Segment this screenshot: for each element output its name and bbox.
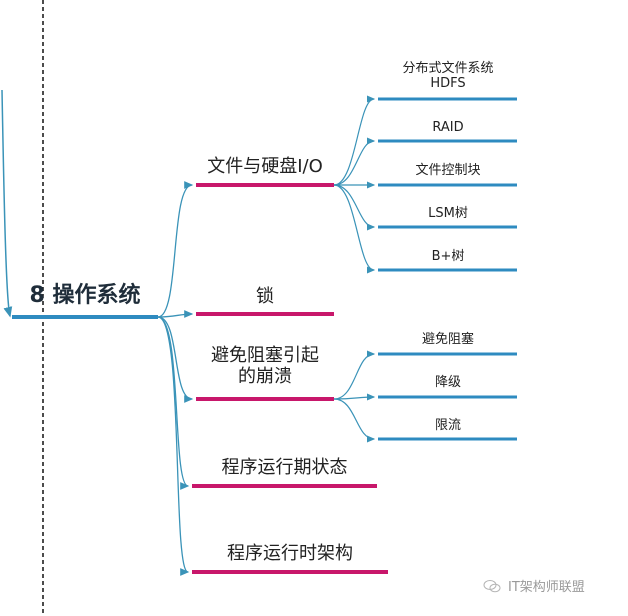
branch-file-io[interactable]: 文件与硬盘I/O [207, 156, 323, 177]
wechat-icon [483, 579, 501, 592]
connector-file-0 [333, 95, 376, 186]
leaf-lsm-tree[interactable]: LSM树 [428, 206, 468, 221]
connector-file-3 [333, 184, 376, 231]
connector-branch-0 [157, 181, 194, 318]
watermark-text: IT架构师联盟 [508, 580, 585, 595]
connector-branch-4 [157, 316, 190, 576]
leaf-raid[interactable]: RAID [432, 120, 464, 135]
branch-runtime-arch[interactable]: 程序运行时架构 [227, 543, 353, 564]
leaf-hdfs[interactable]: 分布式文件系统 HDFS [402, 61, 494, 91]
leaf-avoid-blocking[interactable]: 避免阻塞 [421, 332, 474, 347]
connector-branch-3 [157, 316, 190, 490]
leaf-fcb[interactable]: 文件控制块 [415, 163, 481, 178]
leaf-degrade[interactable]: 降级 [434, 375, 461, 390]
connector-file-1 [333, 137, 376, 186]
connector-crash-1 [333, 393, 376, 401]
connector-crash-2 [333, 398, 376, 443]
branch-runtime-state[interactable]: 程序运行期状态 [221, 457, 348, 478]
root-node[interactable]: 8 操作系统 [29, 283, 141, 308]
parent-connector [1, 89, 13, 318]
watermark: IT架构师联盟 [482, 576, 585, 595]
leaf-bplus-tree[interactable]: B+树 [431, 249, 465, 264]
branch-avoid-crash[interactable]: 避免阻塞引起 的崩溃 [211, 345, 319, 387]
leaf-rate-limit[interactable]: 限流 [434, 418, 461, 433]
connector-crash-0 [333, 350, 376, 400]
branch-lock[interactable]: 锁 [256, 286, 274, 307]
connector-branch-2 [157, 316, 194, 403]
connector-file-4 [333, 184, 376, 274]
connector-branch-1 [157, 310, 194, 318]
